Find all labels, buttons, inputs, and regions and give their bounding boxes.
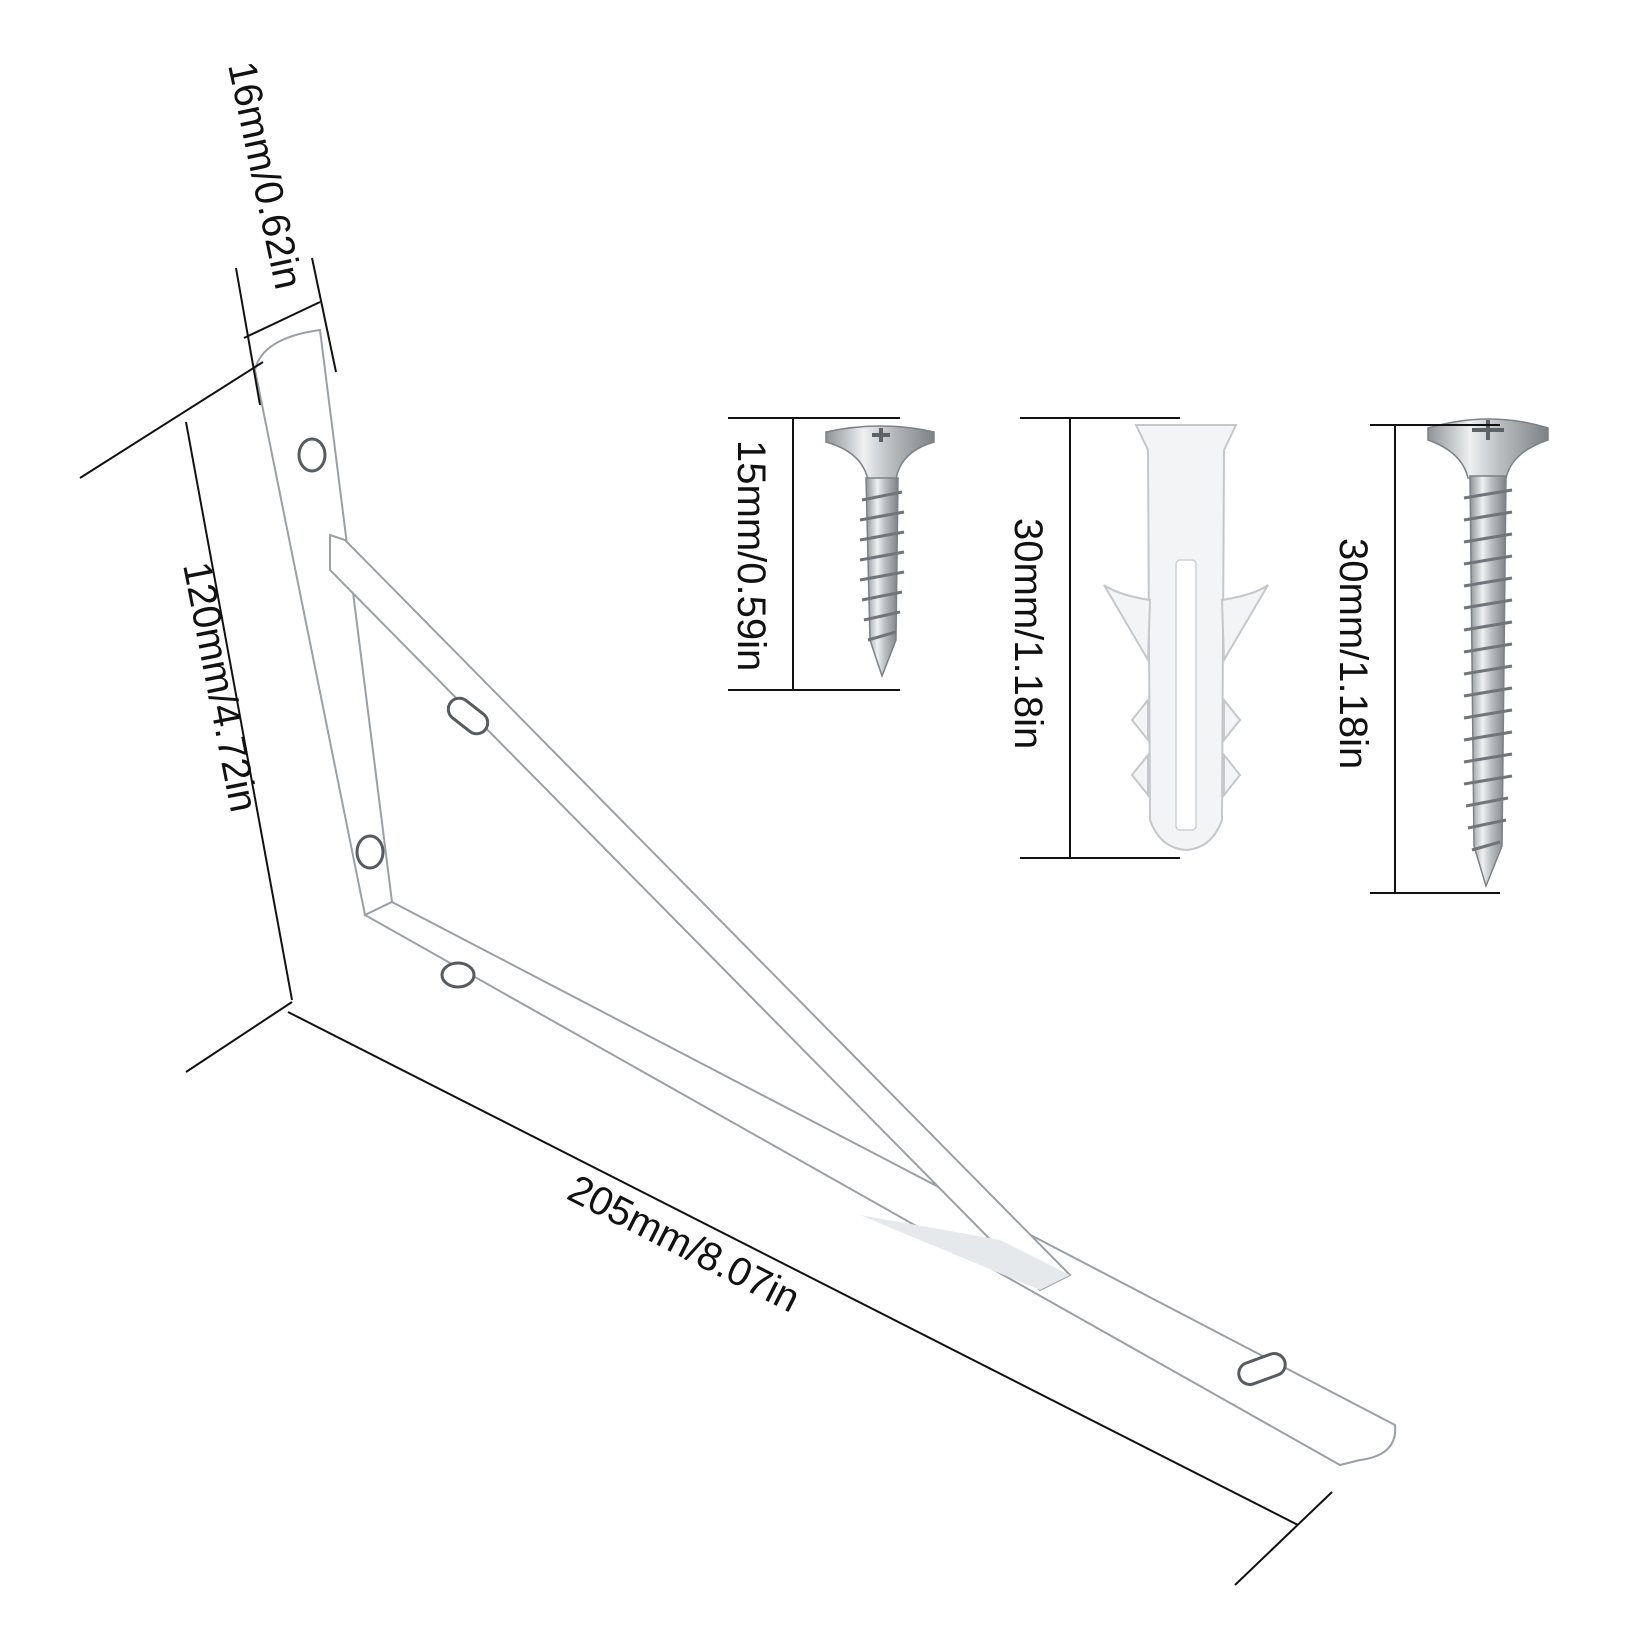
small-screw-label: 15mm/0.59in <box>729 440 773 671</box>
flat-head-screw-icon <box>825 425 935 679</box>
length-dimension: 205mm/8.07in <box>287 1011 1333 1586</box>
anchor-label: 30mm/1.18in <box>1006 518 1050 749</box>
anchor-slot <box>1175 559 1197 831</box>
bracket-slot <box>446 696 490 736</box>
bracket-hole <box>440 961 476 989</box>
long-screw-dimension: 30mm/1.18in <box>1331 424 1500 894</box>
plastic-wall-anchor-icon <box>1103 424 1269 852</box>
long-flat-head-screw-icon <box>1427 418 1549 889</box>
screw-thread <box>859 490 905 642</box>
long-screw-label: 30mm/1.18in <box>1331 538 1375 769</box>
bracket-hole <box>297 437 327 473</box>
anchor-dimension: 30mm/1.18in <box>1006 417 1180 859</box>
small-screw-dimension: 15mm/0.59in <box>728 417 900 691</box>
thickness-label: 16mm/0.62in <box>219 58 310 293</box>
bracket-hole <box>355 834 385 870</box>
height-label: 120mm/4.72in <box>174 558 266 815</box>
length-label: 205mm/8.07in <box>561 1167 807 1321</box>
bracket-slot <box>1237 1352 1287 1386</box>
screw-thread <box>1463 488 1513 852</box>
shelf-bracket-icon <box>253 328 1397 1467</box>
height-dimension: 120mm/4.72in <box>79 361 293 1073</box>
